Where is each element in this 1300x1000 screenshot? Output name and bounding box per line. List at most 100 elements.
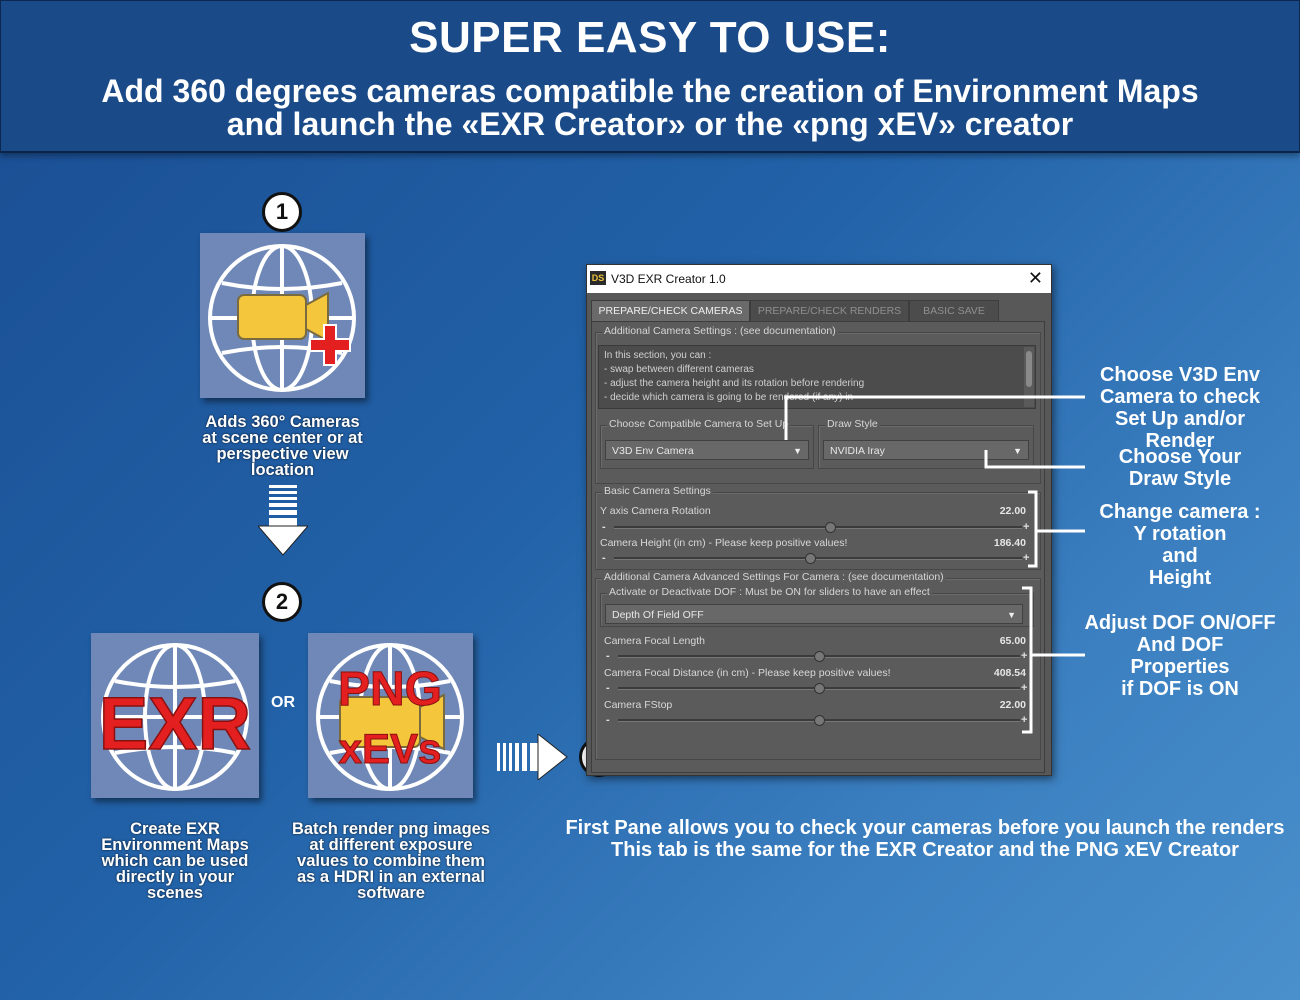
caption-line: as a HDRI in an external [297, 868, 485, 886]
png-xev-tile: PNG xEVs [308, 633, 473, 798]
down-arrow-icon [258, 485, 308, 556]
caption-line: Batch render png images [291, 820, 491, 838]
dof-group: Activate or Deactivate DOF : Must be ON … [600, 586, 1034, 627]
fstop-label: Camera FStop [604, 699, 673, 711]
tab-prepare-check-renders[interactable]: PREPARE/CHECK RENDERS [750, 300, 909, 321]
callout-line: and [1162, 545, 1198, 567]
height-increase-button[interactable]: + [1023, 552, 1030, 564]
info-line: - swap between different cameras [604, 364, 754, 375]
focal-distance-label: Camera Focal Distance (in cm) - Please k… [604, 667, 891, 679]
chevron-down-icon: ▼ [793, 446, 802, 456]
callout-camera: Choose V3D Env Camera to check Set Up an… [1080, 364, 1280, 452]
group-label: Draw Style [825, 418, 880, 430]
globe-camera-plus-icon [200, 233, 365, 398]
camera-add-tile [200, 233, 365, 398]
focal-length-value: 65.00 [999, 635, 1026, 647]
bottom-line-1: First Pane allows you to check your came… [565, 817, 1285, 839]
camera-select[interactable]: V3D Env Camera ▼ [605, 440, 809, 460]
rotation-slider-knob[interactable] [825, 522, 837, 533]
close-icon[interactable]: ✕ [1027, 268, 1043, 288]
caption-line: perspective view [216, 445, 349, 463]
caption-line: at scene center or at [202, 429, 363, 447]
height-slider-knob[interactable] [804, 553, 816, 564]
rotation-slider-label: Y axis Camera Rotation [600, 505, 711, 517]
fstop-knob[interactable] [814, 715, 825, 726]
group-label: Additional Camera Settings : (see docume… [602, 325, 838, 337]
callout-line: Properties [1130, 656, 1230, 678]
callout-line: Set Up and/or Render [1114, 408, 1245, 452]
fstop-increase-button[interactable]: + [1021, 714, 1028, 726]
group-label: Basic Camera Settings [602, 485, 713, 497]
exr-logo-text: EXR [99, 682, 251, 765]
focal-length-knob[interactable] [814, 651, 825, 662]
banner-title: SUPER EASY TO USE: [409, 13, 891, 62]
callout-line: Choose Your [1118, 446, 1242, 468]
fstop-value: 22.00 [999, 699, 1026, 711]
caption-line: at different exposure [309, 836, 473, 854]
callout-line: Height [1148, 567, 1212, 589]
info-scrollbar[interactable] [1024, 347, 1034, 407]
header-banner: SUPER EASY TO USE: Add 360 degrees camer… [0, 0, 1300, 153]
advanced-camera-settings-group: Additional Camera Advanced Settings For … [595, 571, 1041, 760]
dialog-titlebar: DS V3D EXR Creator 1.0 ✕ [587, 265, 1051, 293]
exr-creator-dialog: DS V3D EXR Creator 1.0 ✕ PREPARE/CHECK C… [586, 264, 1052, 776]
basic-camera-settings-group: Basic Camera Settings Y axis Camera Rota… [595, 485, 1041, 570]
caption-line: software [357, 884, 425, 902]
caption-line: Adds 360° Cameras [205, 413, 360, 431]
group-label: Activate or Deactivate DOF : Must be ON … [607, 586, 932, 598]
height-slider-value: 186.40 [993, 537, 1026, 549]
camera-tile-caption: Adds 360° Cameras at scene center or at … [195, 413, 370, 479]
height-decrease-button[interactable]: - [602, 552, 606, 564]
focal-length-label: Camera Focal Length [604, 635, 705, 647]
caption-line: values to combine them [297, 852, 485, 870]
rotation-slider-track[interactable] [614, 526, 1022, 529]
focal-distance-decrease-button[interactable]: - [606, 682, 610, 694]
step-one-badge: 1 [262, 192, 302, 232]
png-logo-text: PNG [338, 663, 442, 716]
info-line: In this section, you can : [604, 350, 712, 361]
tab-prepare-check-cameras[interactable]: PREPARE/CHECK CAMERAS [591, 300, 750, 321]
callout-line: And DOF [1136, 634, 1224, 656]
dialog-title: V3D EXR Creator 1.0 [611, 272, 726, 286]
caption-line: Environment Maps [101, 836, 249, 854]
tab-basic-save[interactable]: BASIC SAVE [909, 300, 999, 321]
xev-logo-text: xEVs [339, 725, 442, 772]
group-label: Additional Camera Advanced Settings For … [602, 571, 946, 583]
draw-style-select[interactable]: NVIDIA Iray ▼ [823, 440, 1029, 460]
info-line: - decide which camera is going to be ren… [604, 392, 854, 403]
dof-select-value: Depth Of Field OFF [612, 609, 704, 621]
height-slider-label: Camera Height (in cm) - Please keep posi… [600, 537, 848, 549]
dof-select[interactable]: Depth Of Field OFF ▼ [605, 604, 1023, 624]
caption-line: which can be used [101, 852, 249, 870]
focal-distance-increase-button[interactable]: + [1021, 682, 1028, 694]
focal-length-increase-button[interactable]: + [1021, 650, 1028, 662]
callout-line: Camera to check [1099, 386, 1261, 408]
focal-distance-knob[interactable] [814, 683, 825, 694]
chevron-down-icon: ▼ [1007, 610, 1016, 620]
rotation-increase-button[interactable]: + [1023, 521, 1030, 533]
callout-line: if DOF is ON [1121, 678, 1239, 700]
caption-line: location [250, 461, 315, 479]
callout-dof: Adjust DOF ON/OFF And DOF Properties if … [1080, 612, 1280, 700]
exr-tile-caption: Create EXR Environment Maps which can be… [80, 821, 270, 902]
camera-select-group: Choose Compatible Camera to Set Up V3D E… [600, 418, 814, 469]
camera-select-value: V3D Env Camera [612, 445, 694, 457]
callout-line: Choose V3D Env [1099, 364, 1261, 386]
png-tile-caption: Batch render png images at different exp… [285, 820, 497, 902]
focal-distance-value: 408.54 [993, 667, 1026, 679]
group-label: Choose Compatible Camera to Set Up [607, 418, 791, 430]
rotation-decrease-button[interactable]: - [602, 521, 606, 533]
banner-subtitle-line2: and launch the «EXR Creator» or the «png… [226, 106, 1074, 142]
daz-studio-icon: DS [590, 271, 606, 285]
focal-length-decrease-button[interactable]: - [606, 650, 610, 662]
fstop-decrease-button[interactable]: - [606, 714, 610, 726]
step-two-badge: 2 [262, 582, 302, 622]
callout-line: Adjust DOF ON/OFF [1084, 612, 1276, 634]
height-slider-track[interactable] [614, 557, 1022, 560]
caption-line: scenes [147, 884, 203, 902]
scrollbar-thumb[interactable] [1026, 351, 1032, 387]
draw-style-value: NVIDIA Iray [830, 445, 885, 457]
draw-style-group: Draw Style NVIDIA Iray ▼ [818, 418, 1034, 469]
banner-subtitle-line1: Add 360 degrees cameras compatible the c… [101, 73, 1199, 109]
